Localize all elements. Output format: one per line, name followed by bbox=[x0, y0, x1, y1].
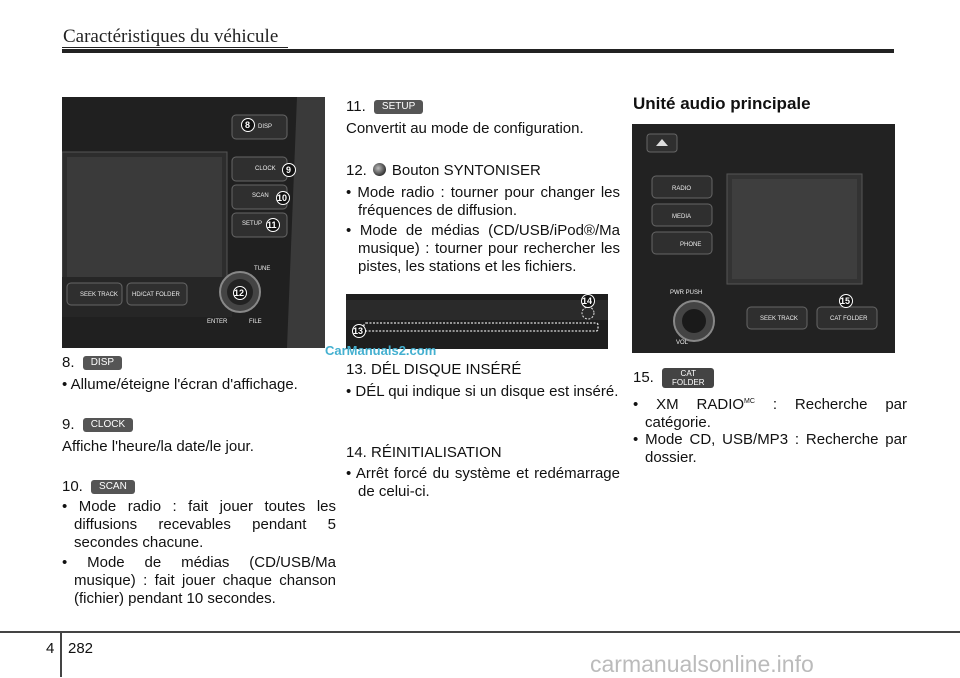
item-14-bullet: • Arrêt forcé du système et redémarrage … bbox=[346, 465, 620, 500]
item-10-number: 10. bbox=[62, 478, 83, 495]
scan-button-label: SCAN bbox=[91, 480, 135, 495]
cat-folder-line2: FOLDER bbox=[672, 378, 705, 387]
photo1-label-seek: SEEK TRACK bbox=[80, 292, 118, 298]
item-12: 12. Bouton SYNTONISER bbox=[346, 162, 541, 180]
callout-14: 14 bbox=[582, 296, 592, 306]
item-8: 8. DISP bbox=[62, 354, 123, 372]
photo3-label-media: MEDIA bbox=[672, 214, 691, 220]
disp-button-label: DISP bbox=[82, 356, 123, 371]
callout-11: 11 bbox=[267, 220, 277, 230]
page-number: 282 bbox=[68, 640, 94, 657]
callout-8: 8 bbox=[245, 120, 250, 130]
photo3-label-vol: VOL bbox=[676, 340, 689, 346]
callout-12: 12 bbox=[234, 288, 244, 298]
item-9-text: Affiche l'heure/la date/le jour. bbox=[62, 438, 254, 455]
item-9: 9. CLOCK bbox=[62, 416, 134, 434]
item-12-title: Bouton SYNTONISER bbox=[391, 162, 541, 179]
item-14-title: 14. RÉINITIALISATION bbox=[346, 444, 502, 461]
xm-radio-superscript: MC bbox=[744, 398, 755, 405]
clock-button-label: CLOCK bbox=[82, 418, 134, 433]
callout-10: 10 bbox=[277, 193, 287, 203]
callout-15: 15 bbox=[840, 296, 850, 306]
item-11-number: 11. bbox=[346, 98, 366, 115]
photo1-label-disp: DISP bbox=[258, 124, 272, 130]
item-10: 10. SCAN bbox=[62, 478, 135, 496]
item-9-number: 9. bbox=[62, 416, 75, 433]
photo3-label-radio: RADIO bbox=[672, 186, 691, 192]
header-rule bbox=[62, 49, 894, 53]
main-audio-unit-photo: RADIO MEDIA PHONE PWR PUSH VOL SEEK TRAC… bbox=[632, 124, 895, 353]
item-15-bullet-2: • Mode CD, USB/MP3 : Recherche par dossi… bbox=[633, 431, 907, 466]
photo1-label-hdcat: HD/CAT FOLDER bbox=[132, 292, 180, 298]
setup-button-label: SETUP bbox=[373, 100, 424, 115]
watermark-top: CarManuals2.com bbox=[325, 343, 437, 358]
item-12-bullet-2: • Mode de médias (CD/USB/iPod®/Ma musiqu… bbox=[346, 222, 620, 275]
item-8-number: 8. bbox=[62, 354, 75, 371]
item-10-bullet-1: • Mode radio : fait jouer toutes les dif… bbox=[62, 498, 336, 551]
photo1-label-clock: CLOCK bbox=[255, 166, 276, 172]
item-11-text: Convertit au mode de configuration. bbox=[346, 120, 584, 137]
item-11: 11. SETUP bbox=[346, 98, 424, 116]
watermark-bottom: carmanualsonline.info bbox=[590, 651, 814, 677]
xm-radio-description: : Recherche par catégorie. bbox=[645, 396, 908, 431]
item-10-bullet-2: • Mode de médias (CD/USB/Ma musique) : f… bbox=[62, 554, 336, 607]
photo3-label-seek: SEEK TRACK bbox=[760, 316, 798, 322]
photo1-label-setup: SETUP bbox=[242, 221, 262, 227]
callout-9: 9 bbox=[286, 165, 291, 175]
cat-folder-button-label: CAT FOLDER bbox=[662, 368, 715, 388]
head-unit-photo: DISP CLOCK SCAN SETUP TUNE SEEK TRACK HD… bbox=[62, 97, 325, 348]
photo1-label-enter: ENTER bbox=[207, 319, 228, 325]
photo1-label-file: FILE bbox=[249, 319, 262, 325]
photo3-label-cat: CAT FOLDER bbox=[830, 316, 868, 322]
photo3-label-phone: PHONE bbox=[680, 242, 701, 248]
photo1-label-scan: SCAN bbox=[252, 193, 269, 199]
chapter-number: 4 bbox=[46, 640, 55, 657]
photo3-label-pwr: PWR PUSH bbox=[670, 290, 702, 296]
cat-folder-line1: CAT bbox=[680, 369, 696, 378]
page-header-title: Caractéristiques du véhicule bbox=[63, 26, 279, 47]
xm-radio-text: • XM RADIO bbox=[633, 396, 745, 413]
disc-led-photo: 14 13 bbox=[346, 294, 608, 349]
item-13-bullet: • DÉL qui indique si un disque est insér… bbox=[346, 383, 619, 400]
callout-13: 13 bbox=[353, 326, 363, 336]
section-title: Unité audio principale bbox=[633, 94, 811, 113]
footer-rule bbox=[0, 631, 960, 633]
item-8-bullet: • Allume/éteigne l'écran d'affichage. bbox=[62, 376, 298, 393]
item-12-number: 12. bbox=[346, 162, 367, 179]
item-13-title: 13. DÉL DISQUE INSÉRÉ bbox=[346, 361, 522, 378]
photo1-label-tune: TUNE bbox=[254, 266, 270, 272]
item-15: 15. CAT FOLDER bbox=[633, 368, 715, 388]
item-15-number: 15. bbox=[633, 368, 654, 386]
footer-divider bbox=[60, 631, 62, 677]
item-15-bullet-1: • XM RADIOMC : Recherche par catégorie. bbox=[633, 393, 907, 432]
tune-knob-icon bbox=[372, 163, 386, 176]
header-rule-thin bbox=[62, 47, 288, 48]
item-12-bullet-1: • Mode radio : tourner pour changer les … bbox=[346, 184, 620, 219]
